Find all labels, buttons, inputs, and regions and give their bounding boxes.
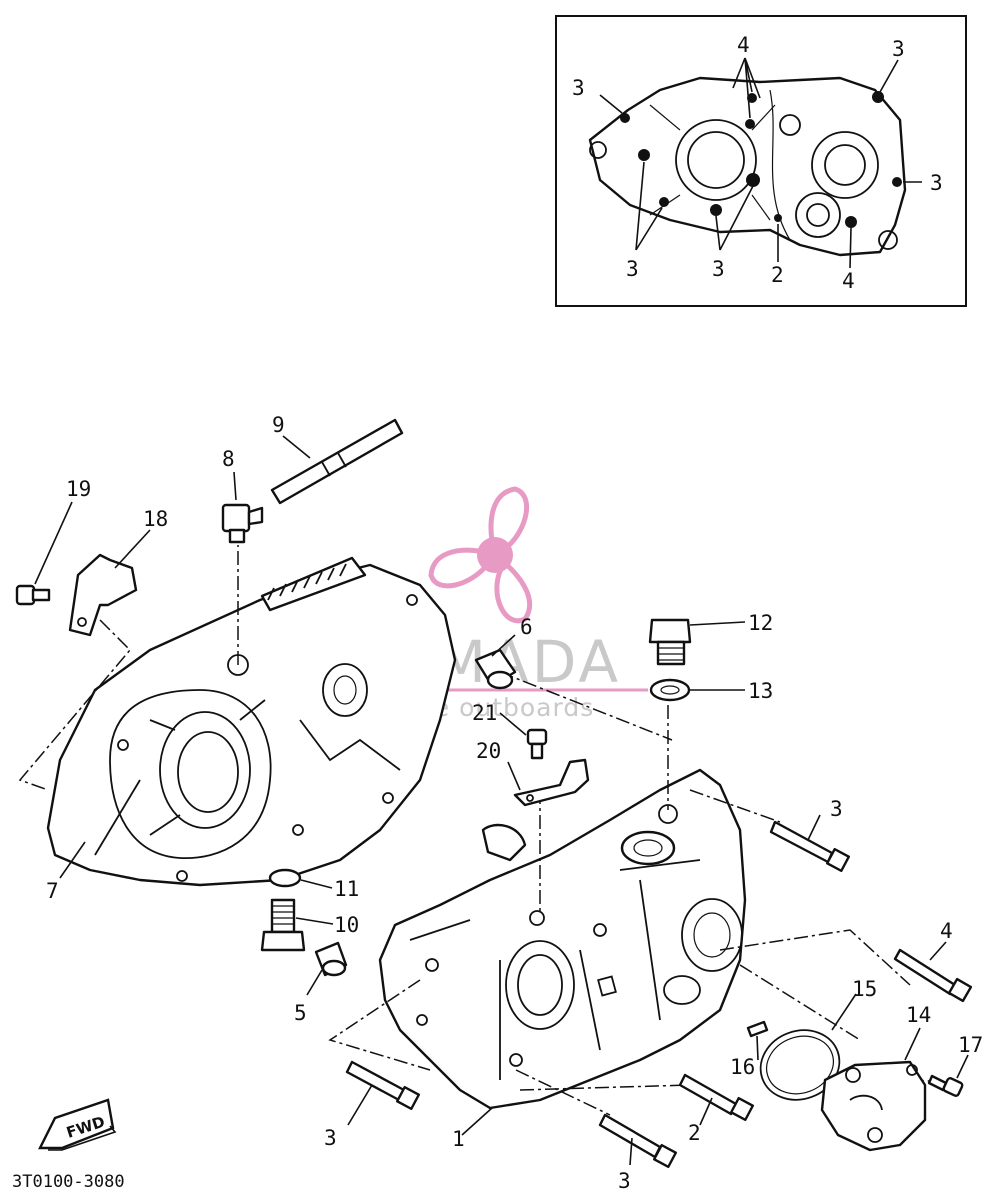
- callout-5: 5: [294, 1001, 307, 1025]
- inset-leader: [635, 161, 663, 251]
- dowel-part-5: [314, 941, 348, 977]
- plug-part-12: [648, 618, 692, 666]
- callout-numbers: 9 8 19 18 6 12 13 21 20 7 11 10 5 3 4 15…: [46, 413, 983, 1193]
- callout-1: 1: [452, 1127, 465, 1151]
- inset-callout: 4: [842, 269, 855, 293]
- washer-part-13: [649, 678, 691, 702]
- right-crankcase-half: [378, 768, 747, 1110]
- cover-part-14: [820, 1060, 927, 1152]
- inset-rib-2: [751, 104, 776, 131]
- callout-3: 3: [324, 1126, 337, 1150]
- inset-bolt-hole: [746, 173, 760, 187]
- inset-left-bore-inner: [687, 131, 745, 189]
- inset-callout: 3: [930, 171, 943, 195]
- dowel-part-6: [474, 648, 517, 690]
- inset-callout: 2: [771, 263, 784, 287]
- inset-bolt-hole: [745, 119, 755, 129]
- inset-callout: 3: [892, 37, 905, 61]
- callout-leaders: [34, 435, 969, 1166]
- inset-dowel-pin: [774, 214, 782, 222]
- callout-12: 12: [748, 611, 773, 635]
- inset-callout: 4: [737, 33, 750, 57]
- inset-rib-4: [751, 194, 771, 221]
- left-crankcase-half: [46, 556, 457, 887]
- fwd-arrow-icon: FWD: [38, 1098, 117, 1151]
- propeller-logo-icon: [428, 486, 533, 624]
- inset-bolt-hole: [892, 177, 902, 187]
- inset-leader: [732, 57, 761, 119]
- bolt-part-3: [769, 820, 851, 873]
- callout-7: 7: [46, 879, 59, 903]
- bolt-part-2: [678, 1073, 755, 1122]
- callout-9: 9: [272, 413, 285, 437]
- inset-bolt-hole: [872, 91, 884, 103]
- inset-leader: [879, 59, 899, 93]
- inset-ear-left: [589, 141, 607, 159]
- inset-bolt-hole: [620, 113, 630, 123]
- callout-18: 18: [143, 507, 168, 531]
- pin-part-16: [746, 1020, 769, 1038]
- callout-10: 10: [334, 913, 359, 937]
- inset-leader: [849, 227, 852, 269]
- inset-small-bore: [779, 114, 801, 136]
- inset-leader: [715, 185, 754, 251]
- inset-bolt-hole: [710, 204, 722, 216]
- callout-21: 21: [472, 701, 497, 725]
- inset-bolt-hole: [659, 197, 669, 207]
- elbow-fitting-part-8: [221, 503, 264, 544]
- callout-3: 3: [830, 797, 843, 821]
- bracket-part-20: [513, 758, 590, 807]
- callout-8: 8: [222, 447, 235, 471]
- bolt-part-10: [260, 898, 306, 952]
- inset-bolt-hole: [638, 149, 650, 161]
- inset-callout: 3: [572, 76, 585, 100]
- callout-20: 20: [476, 739, 501, 763]
- screw-part-19: [15, 584, 51, 606]
- inset-rib-1: [649, 104, 681, 131]
- inset-crankcase-outline: [588, 76, 907, 257]
- callout-4: 4: [940, 919, 953, 943]
- callout-16: 16: [730, 1055, 755, 1079]
- assembly-lines: [18, 545, 941, 1116]
- bolt-part-3: [598, 1113, 678, 1169]
- pipe-part-9: [270, 418, 404, 505]
- inset-leader: [599, 94, 623, 114]
- inset-right-bore-inner: [824, 144, 866, 186]
- callout-11: 11: [334, 877, 359, 901]
- callout-2: 2: [688, 1121, 701, 1145]
- inset-lower-bore-inner: [806, 203, 830, 227]
- inset-ear-right: [878, 230, 898, 250]
- inset-bolt-hole: [845, 216, 857, 228]
- inset-right-bore: [811, 131, 879, 199]
- inset-lower-bore: [795, 192, 841, 238]
- drawing-code: 3T0100-3080: [12, 1172, 125, 1192]
- callout-19: 19: [66, 477, 91, 501]
- bolt-part-4: [893, 948, 973, 1003]
- bracket-part-18: [68, 553, 138, 637]
- inset-bolt-layout: 3 4 3 3 3 3 2 4: [555, 15, 967, 307]
- inset-bolt-hole: [747, 93, 757, 103]
- bolt-part-3: [345, 1060, 421, 1111]
- callout-15: 15: [852, 977, 877, 1001]
- callout-13: 13: [748, 679, 773, 703]
- callout-3: 3: [618, 1169, 631, 1193]
- inset-callout: 3: [626, 257, 639, 281]
- callout-6: 6: [520, 615, 533, 639]
- inset-left-bore: [675, 119, 757, 201]
- washer-part-11: [268, 868, 302, 888]
- callout-14: 14: [906, 1003, 931, 1027]
- o-ring-part-15: [759, 1029, 841, 1101]
- screw-part-21: [526, 728, 548, 760]
- inset-callout: 3: [712, 257, 725, 281]
- callout-17: 17: [958, 1033, 983, 1057]
- screw-part-17: [927, 1074, 964, 1097]
